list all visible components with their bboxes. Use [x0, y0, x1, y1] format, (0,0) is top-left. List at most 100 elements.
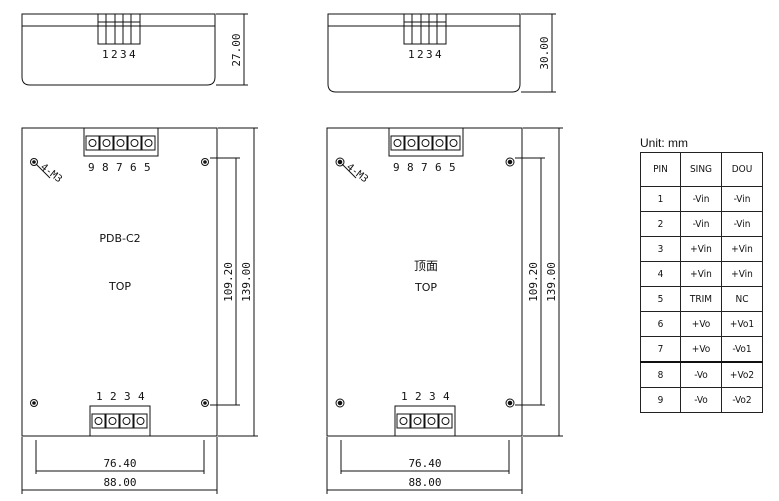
dim-outer-width-left-label: 88.00	[103, 476, 136, 489]
top-left-pin-4: 4	[138, 390, 145, 403]
side-left-pin-4: 4	[129, 48, 136, 61]
table-row: 2-Vin-Vin	[640, 211, 763, 237]
top-view-left-connector-upper	[83, 127, 159, 157]
side-left-pin-1: 1	[102, 48, 109, 61]
top-right-face-label: TOP	[414, 281, 437, 294]
pin-table-header-sing: SING	[680, 152, 722, 187]
cell-pin: 7	[640, 336, 681, 363]
top-left-pin-5: 5	[144, 161, 151, 174]
cell-sing: +Vin	[680, 236, 722, 262]
dim-height-right-label: 30.00	[538, 36, 551, 69]
top-left-mount-label: 4-M3	[38, 162, 64, 186]
side-right-pin-3: 3	[426, 48, 433, 61]
table-row: 3+Vin+Vin	[640, 236, 763, 262]
top-view-left: 9 8 7 6 5 4-M3 PDB-C2 TOP 1 2 3 4	[21, 127, 258, 494]
cell-pin: 1	[640, 186, 681, 212]
top-view-right-connector-upper	[388, 127, 464, 157]
table-row: 4+Vin+Vin	[640, 261, 763, 287]
top-right-pin-6: 6	[435, 161, 442, 174]
side-right-pin-2: 2	[417, 48, 424, 61]
side-view-left-body	[21, 13, 216, 86]
top-right-pin-4: 4	[443, 390, 450, 403]
cell-dou: -Vo2	[721, 387, 763, 413]
top-right-pin-5: 5	[449, 161, 456, 174]
cell-sing: -Vin	[680, 186, 722, 212]
pin-table-header-pin: PIN	[640, 152, 681, 187]
top-view-left-mount-holes	[30, 158, 209, 407]
top-right-face-cn-label: 顶面	[414, 259, 438, 273]
top-right-pin-9: 9	[393, 161, 400, 174]
cell-sing: TRIM	[680, 286, 722, 312]
top-view-right: 9 8 7 6 5 4-M3 顶面 TOP 1 2 3 4 109.20	[326, 127, 563, 494]
top-view-right-mount-holes	[335, 157, 515, 408]
top-left-pin-9: 9	[88, 161, 95, 174]
top-left-pin-6: 6	[130, 161, 137, 174]
side-view-left: 1 2 3 4 27.00	[21, 13, 248, 86]
dim-inner-width-right-label: 76.40	[408, 457, 441, 470]
cell-dou: -Vin	[721, 186, 763, 212]
dim-outer-width-right-label: 88.00	[408, 476, 441, 489]
pin-table: PIN SING DOU 1-Vin-Vin 2-Vin-Vin 3+Vin+V…	[640, 152, 763, 413]
cell-sing: +Vo	[680, 336, 722, 363]
side-view-right: 1 2 3 4 30.00	[327, 13, 556, 93]
top-right-mount-label: 4-M3	[344, 162, 370, 186]
cell-sing: -Vo	[680, 361, 722, 388]
cell-sing: +Vo	[680, 311, 722, 337]
top-view-left-connector-lower	[89, 405, 151, 437]
cell-dou: +Vo2	[721, 361, 763, 388]
top-right-pin-2: 2	[415, 390, 422, 403]
dim-outer-len-left-label: 139.00	[240, 262, 253, 302]
dim-height-left-label: 27.00	[230, 33, 243, 66]
cell-pin: 6	[640, 311, 681, 337]
dim-outer-len-right-label: 139.00	[545, 262, 558, 302]
table-row: 7+Vo-Vo1	[640, 336, 763, 363]
side-left-pin-2: 2	[111, 48, 118, 61]
cell-dou: -Vo1	[721, 336, 763, 363]
cell-pin: 9	[640, 387, 681, 413]
side-view-right-body	[327, 13, 521, 93]
top-left-model-label: PDB-C2	[99, 232, 140, 245]
cell-pin: 4	[640, 261, 681, 287]
top-view-right-leader	[341, 163, 357, 179]
cell-pin: 3	[640, 236, 681, 262]
pin-table-header-dou: DOU	[721, 152, 763, 187]
top-left-pin-2: 2	[110, 390, 117, 403]
top-right-pin-3: 3	[429, 390, 436, 403]
side-left-pin-3: 3	[120, 48, 127, 61]
cell-dou: +Vo1	[721, 311, 763, 337]
pin-table-header: PIN SING DOU	[640, 152, 763, 187]
cell-dou: -Vin	[721, 211, 763, 237]
dim-inner-len-right-label: 109.20	[527, 262, 540, 302]
dim-inner-len-left-label: 109.20	[222, 262, 235, 302]
cell-sing: -Vin	[680, 211, 722, 237]
cell-pin: 2	[640, 211, 681, 237]
side-right-pin-4: 4	[435, 48, 442, 61]
top-left-pin-7: 7	[116, 161, 123, 174]
cell-dou: +Vin	[721, 261, 763, 287]
table-row: 6+Vo+Vo1	[640, 311, 763, 337]
cell-pin: 8	[640, 361, 681, 388]
top-left-face-label: TOP	[108, 280, 131, 293]
top-view-left-leader	[35, 163, 51, 179]
cell-dou: +Vin	[721, 236, 763, 262]
dim-inner-width-left-label: 76.40	[103, 457, 136, 470]
top-left-pin-3: 3	[124, 390, 131, 403]
cell-dou: NC	[721, 286, 763, 312]
side-view-left-connector	[97, 13, 141, 45]
side-right-pin-1: 1	[408, 48, 415, 61]
side-view-right-connector	[403, 13, 447, 45]
table-row: 8-Vo+Vo2	[640, 361, 763, 388]
top-left-pin-1: 1	[96, 390, 103, 403]
top-view-right-connector-lower	[394, 405, 456, 437]
top-right-pin-7: 7	[421, 161, 428, 174]
top-right-pin-8: 8	[407, 161, 414, 174]
top-right-pin-1: 1	[401, 390, 408, 403]
cell-pin: 5	[640, 286, 681, 312]
unit-label: Unit: mm	[640, 136, 688, 150]
table-row: 9-Vo-Vo2	[640, 387, 763, 413]
table-row: 1-Vin-Vin	[640, 186, 763, 212]
top-left-pin-8: 8	[102, 161, 109, 174]
